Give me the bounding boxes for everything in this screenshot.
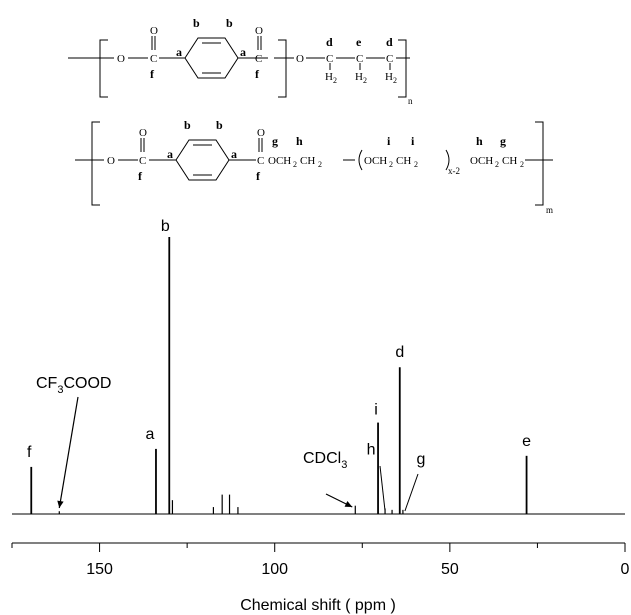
atom-O: O: [107, 155, 115, 167]
atom-C: C: [326, 53, 333, 65]
assign-label-b: b: [216, 118, 223, 132]
atom-H: H: [385, 71, 393, 83]
nmr-spectrum: f a b i h d g e 150 100 50 0 Chemical shift ( ppm …: [11, 218, 630, 614]
assign-label-h: h: [296, 134, 303, 148]
assign-label-f: f: [255, 67, 260, 81]
peak-label-e: e: [522, 433, 531, 450]
assign-label-a: a: [231, 147, 237, 161]
bracket-left: [91, 121, 100, 206]
group-ch: CH: [300, 155, 315, 167]
peak-label-a: a: [146, 426, 155, 443]
subscript: 2: [389, 160, 393, 169]
atom-H: H: [325, 71, 333, 83]
repeat-x-2: x-2: [448, 166, 460, 176]
assign-label-a: a: [176, 45, 182, 59]
annotation-arrow: [58, 396, 79, 509]
peak-label-group: f a b i h d g e: [27, 218, 531, 468]
subscript: 2: [393, 76, 397, 85]
assign-label-e: e: [356, 35, 362, 49]
subscript: 2: [318, 160, 322, 169]
x-tick-label-150: 150: [86, 561, 113, 578]
annotation-cf3cood: CF3COOD: [36, 375, 111, 509]
annotation-main: CDCl: [303, 450, 341, 467]
peak-label-i: i: [374, 402, 378, 419]
subscript: 2: [414, 160, 418, 169]
assign-label-g: g: [500, 134, 506, 148]
atom-O: O: [296, 53, 304, 65]
assign-label-f: f: [138, 169, 143, 183]
x-tick-group: 150 100 50 0: [11, 543, 630, 578]
bracket-left: [99, 39, 108, 98]
annotation-text: CF3COOD: [36, 375, 111, 396]
benzene-ring: [175, 139, 230, 181]
annotation-tail: COOD: [63, 375, 111, 392]
peak-label-h: h: [367, 441, 376, 458]
assign-label-a: a: [240, 45, 246, 59]
label-h-arrow: [379, 465, 386, 512]
x-tick-label-50: 50: [441, 561, 459, 578]
benzene-ring: [184, 37, 239, 79]
group-ch: CH: [502, 155, 517, 167]
annotation-main: CF: [36, 375, 58, 392]
assign-label-a: a: [167, 147, 173, 161]
group-ch: CH: [396, 155, 411, 167]
assign-label-b: b: [184, 118, 191, 132]
atom-O: O: [255, 25, 263, 37]
atom-C: C: [257, 155, 264, 167]
assign-label-d: d: [326, 35, 333, 49]
group-och: OCH: [470, 155, 493, 167]
atom-H: H: [355, 71, 363, 83]
x-tick-label-100: 100: [261, 561, 288, 578]
assign-label-b: b: [193, 16, 200, 30]
atom-O: O: [257, 127, 265, 139]
assign-label-g: g: [272, 134, 278, 148]
repeat-subscript: n: [408, 96, 413, 106]
bracket-right: [278, 39, 287, 98]
structure-unit-1: [68, 36, 410, 98]
assign-label-b: b: [226, 16, 233, 30]
atom-C: C: [255, 53, 262, 65]
structure-unit-2: [75, 121, 553, 206]
subscript: 2: [363, 76, 367, 85]
peak-label-b: b: [161, 218, 170, 235]
assign-label-i: i: [387, 134, 391, 148]
x-tick-label-0: 0: [621, 561, 630, 578]
atom-C: C: [386, 53, 393, 65]
assign-label-d: d: [386, 35, 393, 49]
assign-label-h: h: [476, 134, 483, 148]
peak-group: [30, 237, 528, 514]
subscript: 2: [333, 76, 337, 85]
group-och: OCH: [364, 155, 387, 167]
peak-label-d: d: [395, 344, 404, 361]
annotation-text: CDCl3: [303, 450, 347, 471]
annotation-cdcl3: CDCl3: [303, 450, 353, 508]
bracket-right-outer: [398, 39, 407, 98]
annotation-sub: 3: [57, 384, 63, 396]
peak-label-f: f: [27, 444, 32, 461]
assign-label-f: f: [150, 67, 155, 81]
assign-label-i: i: [411, 134, 415, 148]
atom-O: O: [139, 127, 147, 139]
label-g-arrow: [404, 473, 419, 512]
annotation-arrowhead: [344, 501, 353, 507]
atom-O: O: [150, 25, 158, 37]
subscript: 2: [293, 160, 297, 169]
subscript: 2: [520, 160, 524, 169]
annotation-sub: 3: [341, 459, 347, 471]
assign-label-f: f: [256, 169, 261, 183]
peak-label-g: g: [416, 451, 425, 468]
atom-C: C: [356, 53, 363, 65]
x-axis-label: Chemical shift ( ppm ): [240, 597, 396, 614]
subscript: 2: [495, 160, 499, 169]
group-och: OCH: [268, 155, 291, 167]
repeat-subscript: m: [546, 205, 553, 215]
atom-O: O: [117, 53, 125, 65]
annotation-arrowhead: [57, 500, 64, 508]
atom-C: C: [150, 53, 157, 65]
atom-C: C: [139, 155, 146, 167]
bracket-right: [535, 121, 544, 206]
